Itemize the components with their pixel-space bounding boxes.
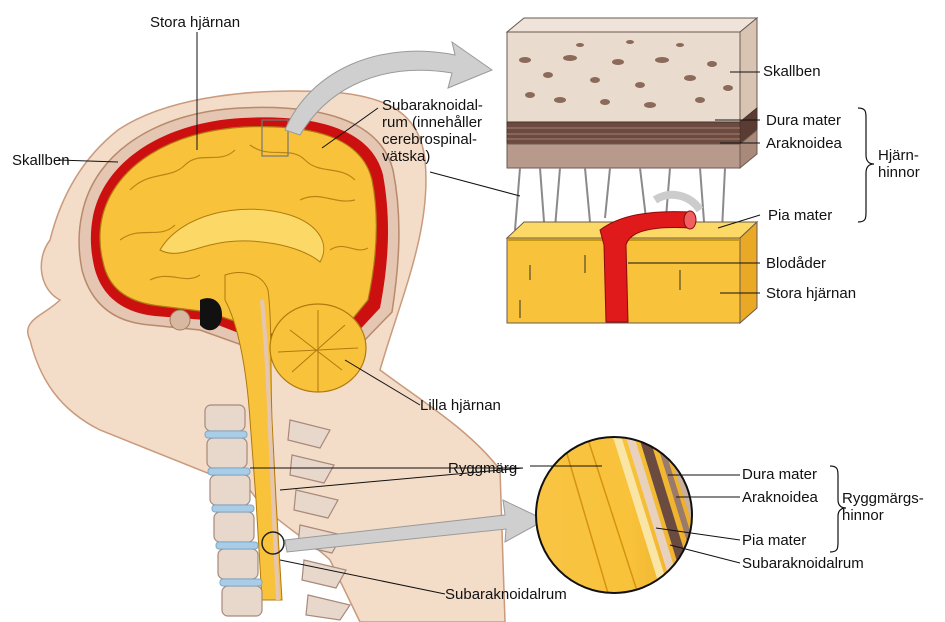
label-brain-pia-mater: Pia mater (768, 207, 832, 224)
label-spine-dura-mater: Dura mater (742, 466, 817, 483)
label-subaraknoidalrum-bottom: Subaraknoidalrum (445, 586, 567, 603)
label-spine-subaraknoidalrum: Subaraknoidalrum (742, 555, 864, 572)
label-brain-skallben: Skallben (763, 63, 821, 80)
head-illustration (28, 91, 505, 622)
label-stora-hjarnan-top: Stora hjärnan (150, 14, 240, 31)
label-ryggmarg: Ryggmärg (448, 460, 517, 477)
spine-inset-circle (530, 430, 720, 600)
label-skallben-left: Skallben (12, 152, 70, 169)
label-brain-stora-hjarnan: Stora hjärnan (766, 285, 856, 302)
label-subaraknoidalrum-brain: Subaraknoidal- rum (innehåller cerebrosp… (382, 97, 483, 165)
label-brain-araknoidea: Araknoidea (766, 135, 842, 152)
label-spine-araknoidea: Araknoidea (742, 489, 818, 506)
brain-inset-block (507, 18, 757, 323)
braces (830, 108, 874, 552)
label-spine-pia-mater: Pia mater (742, 532, 806, 549)
label-brain-dura-mater: Dura mater (766, 112, 841, 129)
label-ryggmargshinnor: Ryggmärgs- hinnor (842, 490, 924, 524)
label-hjarnhinnor: Hjärn- hinnor (878, 147, 920, 181)
label-lilla-hjarnan: Lilla hjärnan (420, 397, 501, 414)
label-brain-blodader: Blodåder (766, 255, 826, 272)
